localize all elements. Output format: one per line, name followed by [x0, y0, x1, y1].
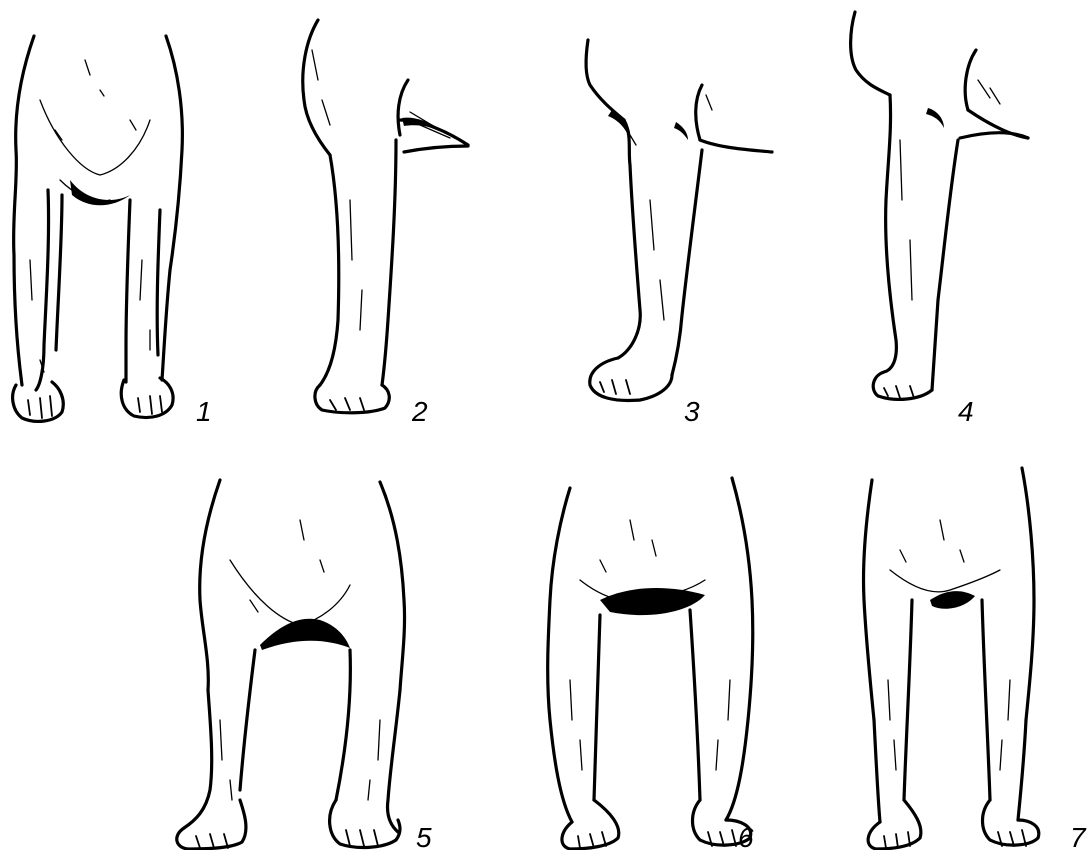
panel-6-label: 6 — [738, 824, 754, 852]
panel-3-label: 3 — [684, 398, 700, 426]
panel-2-drawing — [303, 20, 468, 413]
panel-7-label: 7 — [1070, 824, 1086, 852]
panel-1-drawing — [13, 36, 183, 421]
panel-6-drawing — [548, 478, 753, 849]
panel-4-drawing — [851, 12, 1028, 399]
panel-2-label: 2 — [412, 398, 428, 426]
panel-5-label: 5 — [416, 824, 432, 852]
panel-5-drawing — [177, 480, 405, 849]
panel-7-drawing — [863, 468, 1038, 849]
panel-1-label: 1 — [196, 398, 212, 426]
panel-3-drawing — [586, 40, 772, 400]
panel-4-label: 4 — [958, 398, 974, 426]
